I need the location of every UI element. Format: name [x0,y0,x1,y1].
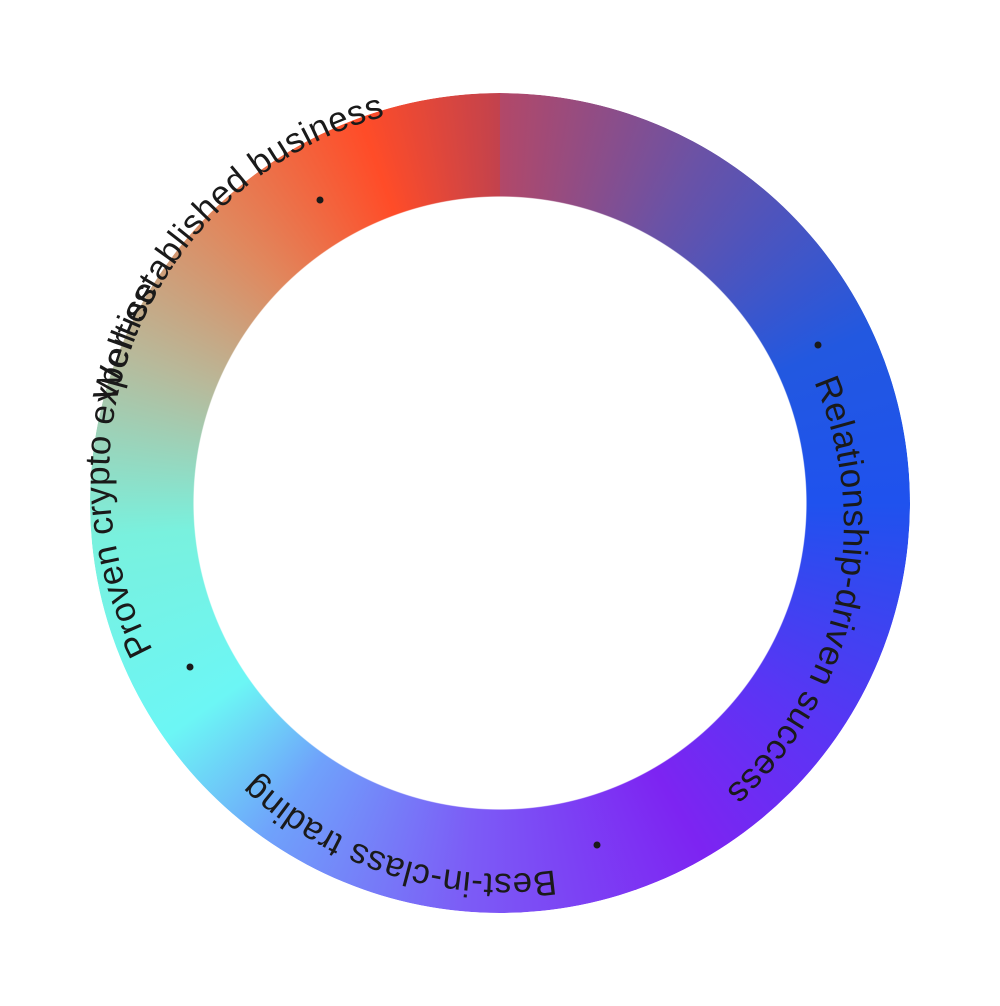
separator-dot [186,663,194,671]
separator-dot [316,196,324,204]
label-business: Well-established business [86,86,388,404]
separator-dot [593,841,601,849]
gradient-ring [90,93,910,913]
label-trading: Best-in-class trading [234,769,558,905]
label-relationship: Relationship-driven success [720,370,875,813]
separator-dot [814,341,822,349]
